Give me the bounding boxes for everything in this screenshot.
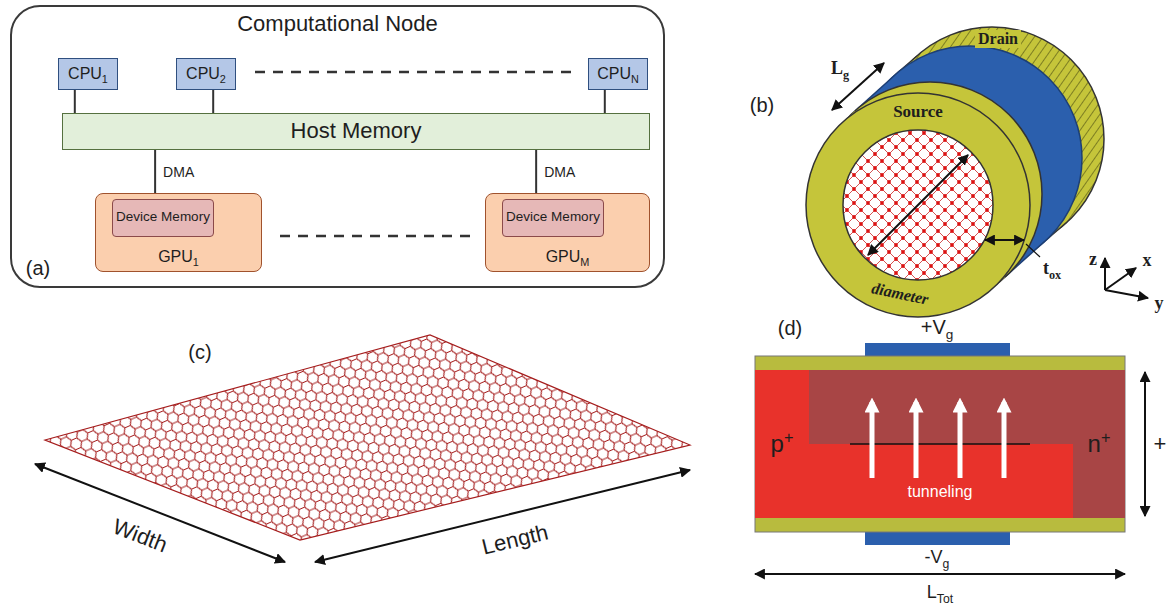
nanowire-illustration	[806, 27, 1148, 317]
axis-label: z	[1089, 250, 1097, 268]
field-arrow	[1144, 372, 1146, 516]
polarity-label: +	[1154, 433, 1167, 455]
node-container: Computational NodeCPU1 CPU2 CPUN Host Memor…	[10, 5, 665, 288]
region-label: Drain	[975, 30, 1021, 48]
gpu-box: GPU1 Device Memory	[95, 193, 262, 272]
panel-label: (d)	[778, 318, 802, 338]
subscript: 2	[220, 73, 226, 85]
connector-label: DMA	[544, 165, 575, 179]
dimension-label: Lg	[831, 59, 849, 77]
memory-bar: Host Memory	[62, 113, 650, 150]
node-label: Computational Node	[237, 12, 438, 36]
dimension-label: Length	[480, 521, 551, 558]
node-label: CPUN	[597, 65, 639, 83]
subscript: 1	[102, 73, 108, 85]
graphene-illustration	[35, 335, 690, 562]
tunneling-arrow	[958, 402, 963, 478]
node-label: p+	[771, 431, 794, 457]
node-label: GPU1	[158, 248, 199, 266]
axis-arrow	[1105, 268, 1136, 290]
doped-region: p+	[755, 370, 809, 518]
connector-label: DMA	[163, 165, 194, 179]
length-arrow	[315, 470, 690, 562]
node-label: CPU1	[68, 65, 108, 83]
subscript: g	[843, 68, 849, 82]
axis-arrow	[1105, 290, 1148, 298]
top-gate	[865, 343, 1010, 356]
gpu-box: GPUM Device Memory	[485, 193, 650, 272]
total-length-arrow	[755, 573, 1125, 575]
dimension-label: diameter	[870, 280, 930, 308]
subscript: g	[943, 557, 950, 571]
connector	[74, 90, 76, 113]
connector	[212, 90, 214, 113]
voltage-label: +Vg	[921, 317, 954, 337]
region-label: tunneling	[908, 484, 973, 500]
cpu-box: CPU1	[58, 58, 118, 90]
dimension-label: LTot	[927, 583, 953, 601]
connector	[535, 150, 537, 193]
axis-label: x	[1143, 251, 1152, 269]
atomic-lattice	[843, 130, 993, 280]
graphene-sheet	[45, 335, 690, 540]
tunneling-arrow	[914, 402, 919, 478]
tunneling-arrow	[870, 402, 875, 478]
oxide-layer	[755, 356, 1125, 532]
connector	[154, 150, 156, 193]
node-label: Host Memory	[291, 119, 422, 143]
bottom-gate	[865, 532, 1010, 545]
subscript: g	[946, 327, 954, 342]
doped-region: n+	[1073, 370, 1125, 518]
oxide-thickness-arrow	[985, 239, 1024, 241]
superscript: +	[784, 428, 794, 446]
ellipsis-dashes	[280, 235, 470, 238]
cpu-box: CPUN	[588, 58, 648, 90]
leader-line	[1026, 244, 1040, 257]
channel-lower	[809, 444, 1073, 518]
panel-label: (c)	[188, 342, 211, 362]
subscript: N	[631, 73, 639, 85]
tunneling-arrow	[1002, 402, 1007, 478]
ellipsis-dashes	[255, 71, 572, 74]
subscript: ox	[1049, 268, 1061, 282]
device-memory-box: Device Memory	[502, 199, 604, 237]
panel-label: (b)	[750, 95, 774, 115]
node-label: Device Memory	[116, 210, 210, 225]
tfet-illustration	[755, 343, 1145, 574]
dimension-label: tox	[1043, 259, 1061, 277]
source-face	[806, 93, 1030, 317]
node-label: Device Memory	[506, 210, 600, 225]
diameter-arrow	[868, 155, 968, 255]
channel-upper	[809, 370, 1073, 444]
device-memory-box: Device Memory	[112, 199, 214, 237]
voltage-label: -Vg	[925, 548, 950, 566]
region-label: Source	[893, 103, 943, 120]
subscript: Tot	[937, 592, 953, 605]
dimension-label: Width	[110, 515, 170, 556]
width-arrow	[35, 464, 285, 562]
superscript: +	[1101, 428, 1111, 446]
node-label: GPUM	[546, 248, 590, 266]
node-label: n+	[1088, 431, 1111, 457]
axis-arrow	[1104, 258, 1106, 290]
axis-label: y	[1155, 294, 1164, 312]
node-label: CPU2	[186, 65, 226, 83]
subscript: M	[580, 257, 589, 269]
subscript: 1	[193, 257, 199, 269]
connector	[604, 90, 606, 113]
panel-label: (a)	[26, 258, 50, 278]
cpu-box: CPU2	[176, 58, 236, 90]
